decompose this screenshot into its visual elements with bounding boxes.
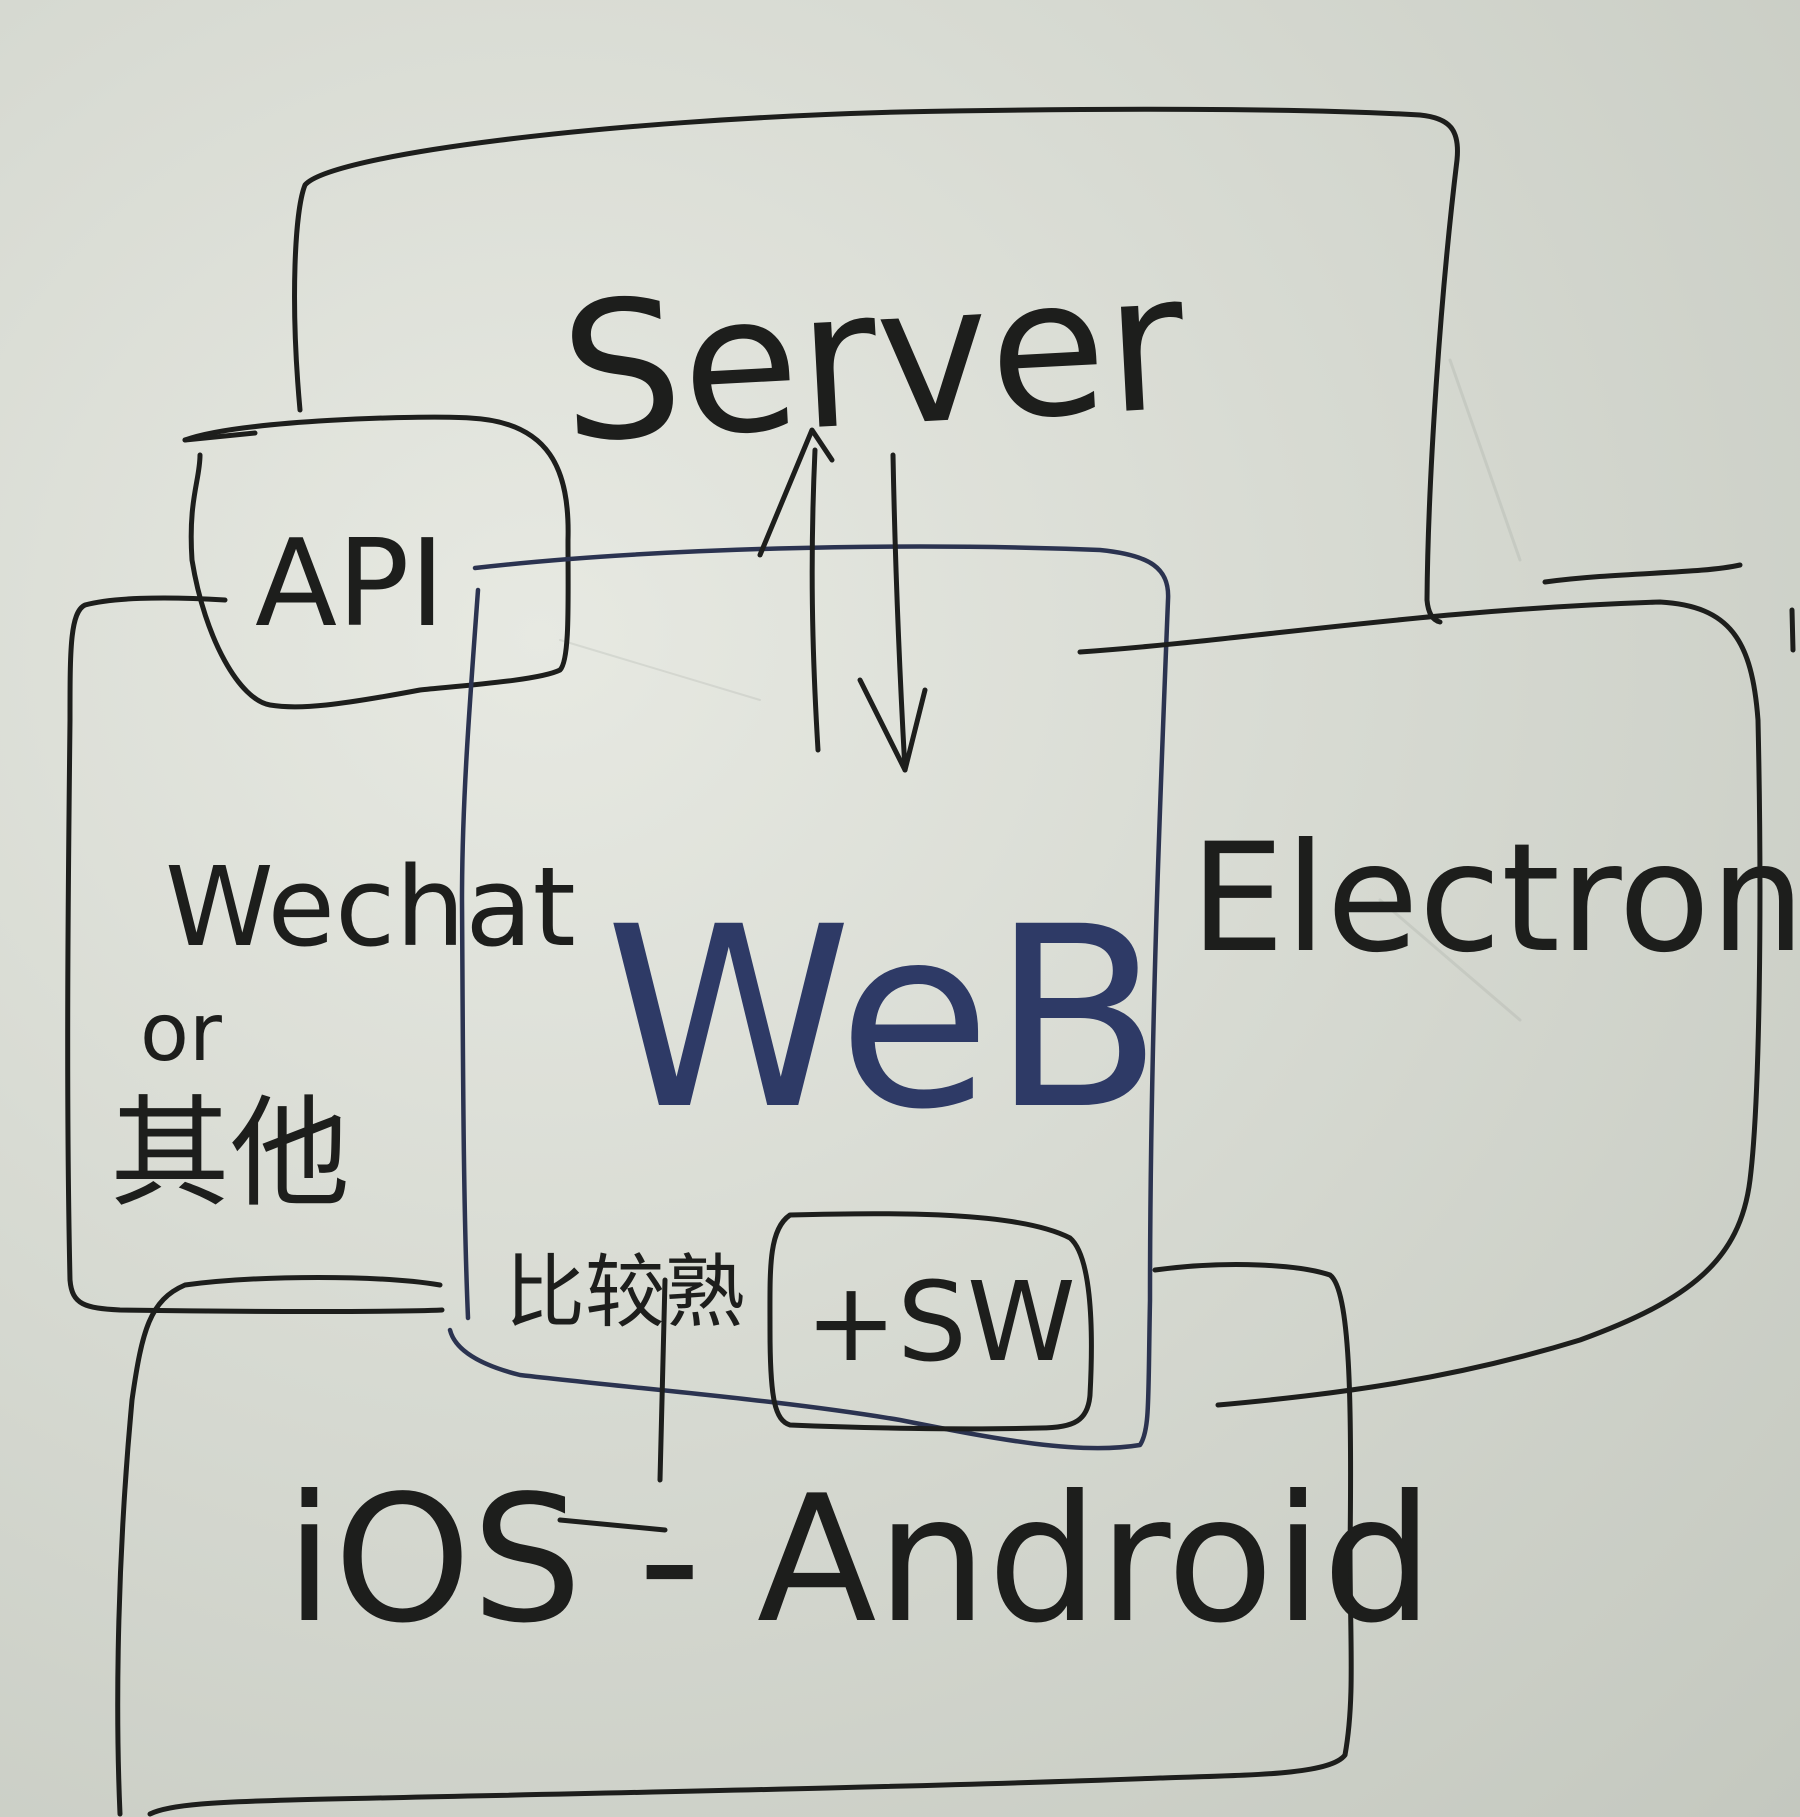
handwriting-stroke [657,1277,668,1483]
wechat-or-label: or [140,986,222,1079]
web-box [447,544,1171,1451]
wechat-other-label: 其他 [110,1085,350,1224]
server-label: Server [556,232,1191,485]
edge-server-to-web [857,452,928,773]
mobile-label: iOS - Android [285,1459,1433,1662]
wechat-box [65,595,445,1314]
sw-label: +SW [805,1258,1076,1386]
web-box-left-edge [459,587,481,1321]
electron-label: Electron [1190,812,1800,986]
electron-box-top-tick [1542,562,1743,585]
api-label: API [255,515,445,654]
server-box [292,106,1461,625]
electron-box-right-tick [1789,607,1796,653]
web-label: WeB [605,873,1163,1164]
mobile-dash [557,1517,668,1533]
api-box-tick [182,430,258,443]
mobile-box [115,1275,443,1817]
api-box [182,414,571,710]
wechat-label: Wechat [165,843,576,971]
electron-box [1077,599,1763,1408]
edge-web-to-server [757,427,835,753]
board-smudges [559,358,1522,1022]
handwriting-smudge-label: 比较熟 [505,1246,745,1339]
sw-box [767,1211,1094,1432]
mobile-box-right [147,1262,1354,1817]
